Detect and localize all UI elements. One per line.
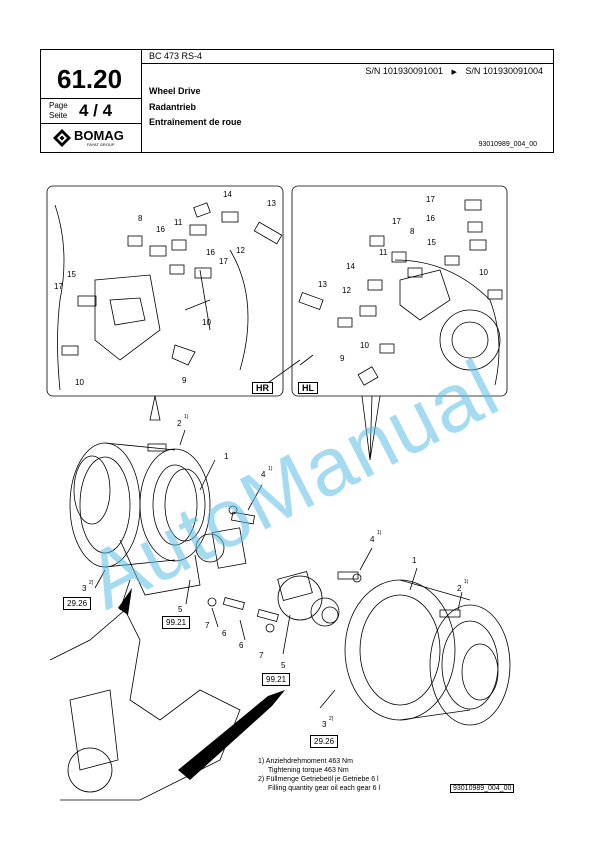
note-2-en: Filling quantity gear oil each gear 6 l bbox=[268, 785, 381, 792]
ref-box: 29.26 bbox=[310, 735, 339, 748]
hl-label: 14 bbox=[346, 262, 355, 271]
note-1-en: Tightening torque 463 Nm bbox=[268, 767, 349, 774]
model-name: BC 473 RS-4 bbox=[149, 51, 203, 61]
pointer-arrow-lower bbox=[178, 690, 285, 780]
hl-label: 17 bbox=[426, 195, 435, 204]
item-label: 5 bbox=[178, 605, 183, 614]
item-label: 5 bbox=[281, 661, 286, 670]
machine-frame-art bbox=[49, 579, 241, 801]
item-label: 6 bbox=[239, 641, 244, 650]
hl-label: 11 bbox=[379, 248, 388, 257]
item-label: 2 bbox=[457, 584, 462, 593]
item-sup: 1) bbox=[268, 466, 273, 472]
logo-sub: FAYAT GROUP bbox=[87, 142, 115, 147]
hl-label: 17 bbox=[392, 217, 401, 226]
item-label: 4 bbox=[370, 535, 375, 544]
hl-label: 12 bbox=[342, 286, 351, 295]
notes: 1) Anziehdrehmoment 463 Nm Tightening to… bbox=[258, 757, 380, 793]
item-label: 1 bbox=[412, 556, 417, 565]
item-label: 7 bbox=[259, 651, 264, 660]
footer-ref: 93010989_004_00 bbox=[450, 784, 515, 793]
hl-detail-art bbox=[298, 199, 503, 386]
serial-range: S/N 101930091001 ▶ S/N 101930091004 bbox=[365, 66, 543, 76]
title-en: Wheel Drive bbox=[149, 86, 201, 96]
item-label: 6 bbox=[222, 629, 227, 638]
left-gear-drive-art bbox=[69, 442, 255, 610]
item-label: 1 bbox=[224, 452, 229, 461]
tag-hr: HR bbox=[252, 382, 273, 394]
serial-from: S/N 101930091001 bbox=[365, 66, 443, 76]
hr-label: 13 bbox=[267, 199, 276, 208]
hl-label: 10 bbox=[360, 341, 369, 350]
item-label: 3 bbox=[82, 584, 87, 593]
page-number: 4 / 4 bbox=[79, 101, 113, 120]
hl-label: 10 bbox=[479, 268, 488, 277]
item-sup: 1) bbox=[464, 579, 469, 585]
item-label: 7 bbox=[205, 621, 210, 630]
hr-label: 10 bbox=[75, 378, 84, 387]
tag-hl: HL bbox=[298, 382, 318, 394]
item-label: 3 bbox=[322, 720, 327, 729]
item-sup: 2) bbox=[89, 580, 94, 586]
detail-frame-hr bbox=[46, 185, 284, 397]
pointer-arrow-upper bbox=[118, 588, 132, 615]
bomag-logo: BOMAG FAYAT GROUP bbox=[53, 128, 137, 150]
note-1-de: 1) Anziehdrehmoment 463 Nm bbox=[258, 758, 353, 765]
item-label: 2 bbox=[177, 419, 182, 428]
hr-label: 16 bbox=[206, 248, 215, 257]
hr-label: 8 bbox=[138, 214, 143, 223]
hr-label: 14 bbox=[223, 190, 232, 199]
hr-label: 17 bbox=[219, 257, 228, 266]
header-box: 61.20 Page Seite 4 / 4 BOMAG FAYAT GROUP… bbox=[40, 49, 554, 153]
hr-label: 15 bbox=[67, 270, 76, 279]
title-de: Radantrieb bbox=[149, 102, 197, 112]
item-sup: 1) bbox=[184, 414, 189, 420]
hr-detail-art bbox=[54, 202, 283, 391]
hr-label: 11 bbox=[174, 218, 183, 227]
doc-ref: 93010989_004_00 bbox=[478, 141, 537, 148]
item-sup: 2) bbox=[329, 716, 334, 722]
hr-label: 9 bbox=[182, 376, 187, 385]
hl-label: 16 bbox=[426, 214, 435, 223]
ref-box: 99.21 bbox=[262, 673, 291, 686]
hr-label: 17 bbox=[54, 282, 63, 291]
serial-to: S/N 101930091004 bbox=[465, 66, 543, 76]
hr-label: 16 bbox=[156, 225, 165, 234]
hl-label: 9 bbox=[340, 354, 345, 363]
logo-text: BOMAG bbox=[74, 128, 124, 143]
note-2-de: 2) Füllmenge Getriebeöl je Getriebe 6 l bbox=[258, 776, 379, 783]
right-gear-drive-art bbox=[256, 571, 511, 726]
detail-frame-hl bbox=[291, 185, 508, 397]
serial-arrow-icon: ▶ bbox=[451, 69, 457, 76]
item-label: 4 bbox=[261, 470, 266, 479]
hl-label: 15 bbox=[427, 238, 436, 247]
hr-label: 12 bbox=[236, 246, 245, 255]
title-fr: Entraînement de roue bbox=[149, 117, 242, 127]
item-sup: 1) bbox=[377, 530, 382, 536]
ref-box: 29.26 bbox=[63, 597, 92, 610]
hr-label: 10 bbox=[202, 318, 211, 327]
ref-box: 99.21 bbox=[162, 616, 191, 629]
section-number: 61.20 bbox=[57, 64, 123, 94]
page-label-de: Page bbox=[49, 101, 68, 110]
hl-label: 8 bbox=[410, 227, 415, 236]
hl-label: 13 bbox=[318, 280, 327, 289]
bomag-logo-icon bbox=[53, 129, 71, 147]
page-label-en: Seite bbox=[49, 111, 68, 120]
